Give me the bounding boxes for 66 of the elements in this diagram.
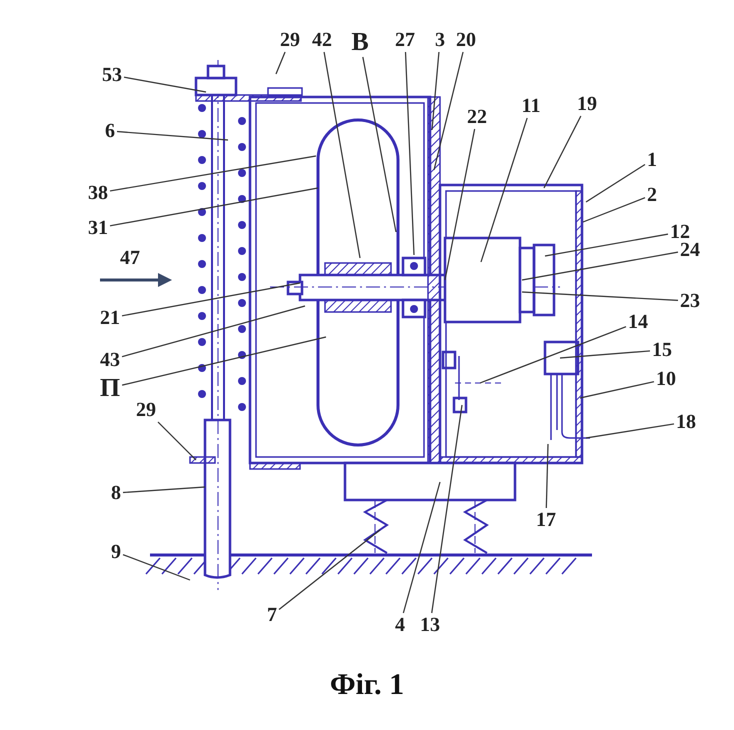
leader-line	[544, 234, 668, 257]
leader-line	[122, 305, 306, 358]
callout-number: 18	[676, 412, 696, 432]
callout-number: 12	[670, 222, 690, 242]
leader-line	[480, 326, 626, 384]
leader-line	[543, 116, 582, 188]
callout-number: 7	[267, 605, 277, 625]
leader-line	[433, 52, 464, 170]
callout-number: 13	[420, 615, 440, 635]
callout-number: 23	[680, 291, 700, 311]
leader-line	[324, 52, 361, 258]
leader-line	[124, 76, 206, 93]
callout-number: 31	[88, 218, 108, 238]
leader-line	[586, 423, 674, 439]
leader-line	[110, 155, 316, 192]
leader-line	[122, 282, 300, 316]
callout-number: 42	[312, 30, 332, 50]
leader-line	[560, 350, 650, 359]
callout-number: 1	[647, 150, 657, 170]
callout-number: 47	[120, 248, 140, 268]
callout-number: 3	[435, 30, 445, 50]
callout-number: 4	[395, 615, 405, 635]
leader-line	[444, 128, 476, 280]
leader-line	[546, 444, 549, 508]
leader-line	[275, 52, 286, 74]
leader-line	[122, 336, 326, 386]
callout-number: 27	[395, 30, 415, 50]
leader-line	[586, 164, 646, 202]
callout-number: 15	[652, 340, 672, 360]
callout-number: 10	[656, 369, 676, 389]
callout-number: 29	[136, 400, 156, 420]
figure-caption: Фіг. 1	[330, 668, 404, 701]
leader-line	[580, 381, 654, 399]
leader-line	[402, 482, 441, 614]
callout-number: 14	[628, 312, 648, 332]
leader-line	[431, 52, 440, 130]
leader-line	[480, 118, 528, 262]
callout-number: 21	[100, 308, 120, 328]
callout-number: 19	[577, 94, 597, 114]
leader-line	[431, 404, 463, 614]
callout-number: 11	[522, 96, 540, 116]
callout-number: 29	[280, 30, 300, 50]
callout-number: 6	[105, 121, 115, 141]
callout-number: 22	[467, 107, 487, 127]
callout-number: 24	[680, 240, 700, 260]
callout-number: 38	[88, 183, 108, 203]
leader-line	[522, 291, 678, 301]
callout-number: 20	[456, 30, 476, 50]
callout-number: 9	[111, 542, 121, 562]
leader-line	[404, 52, 415, 256]
callout-number: 2	[647, 185, 657, 205]
leader-line	[158, 422, 196, 460]
callout-number: 43	[100, 350, 120, 370]
callout-number: 8	[111, 483, 121, 503]
leader-line	[122, 554, 190, 581]
callout-number: П	[100, 375, 120, 401]
leader-line	[122, 486, 206, 494]
callout-number: 17	[536, 510, 556, 530]
leader-line	[582, 197, 646, 223]
leader-line	[116, 130, 228, 141]
callout-number: 53	[102, 65, 122, 85]
leader-line	[278, 530, 380, 610]
leader-line	[522, 252, 678, 281]
leader-line	[362, 56, 397, 232]
callout-number: В	[351, 29, 369, 55]
leader-line	[110, 187, 318, 226]
